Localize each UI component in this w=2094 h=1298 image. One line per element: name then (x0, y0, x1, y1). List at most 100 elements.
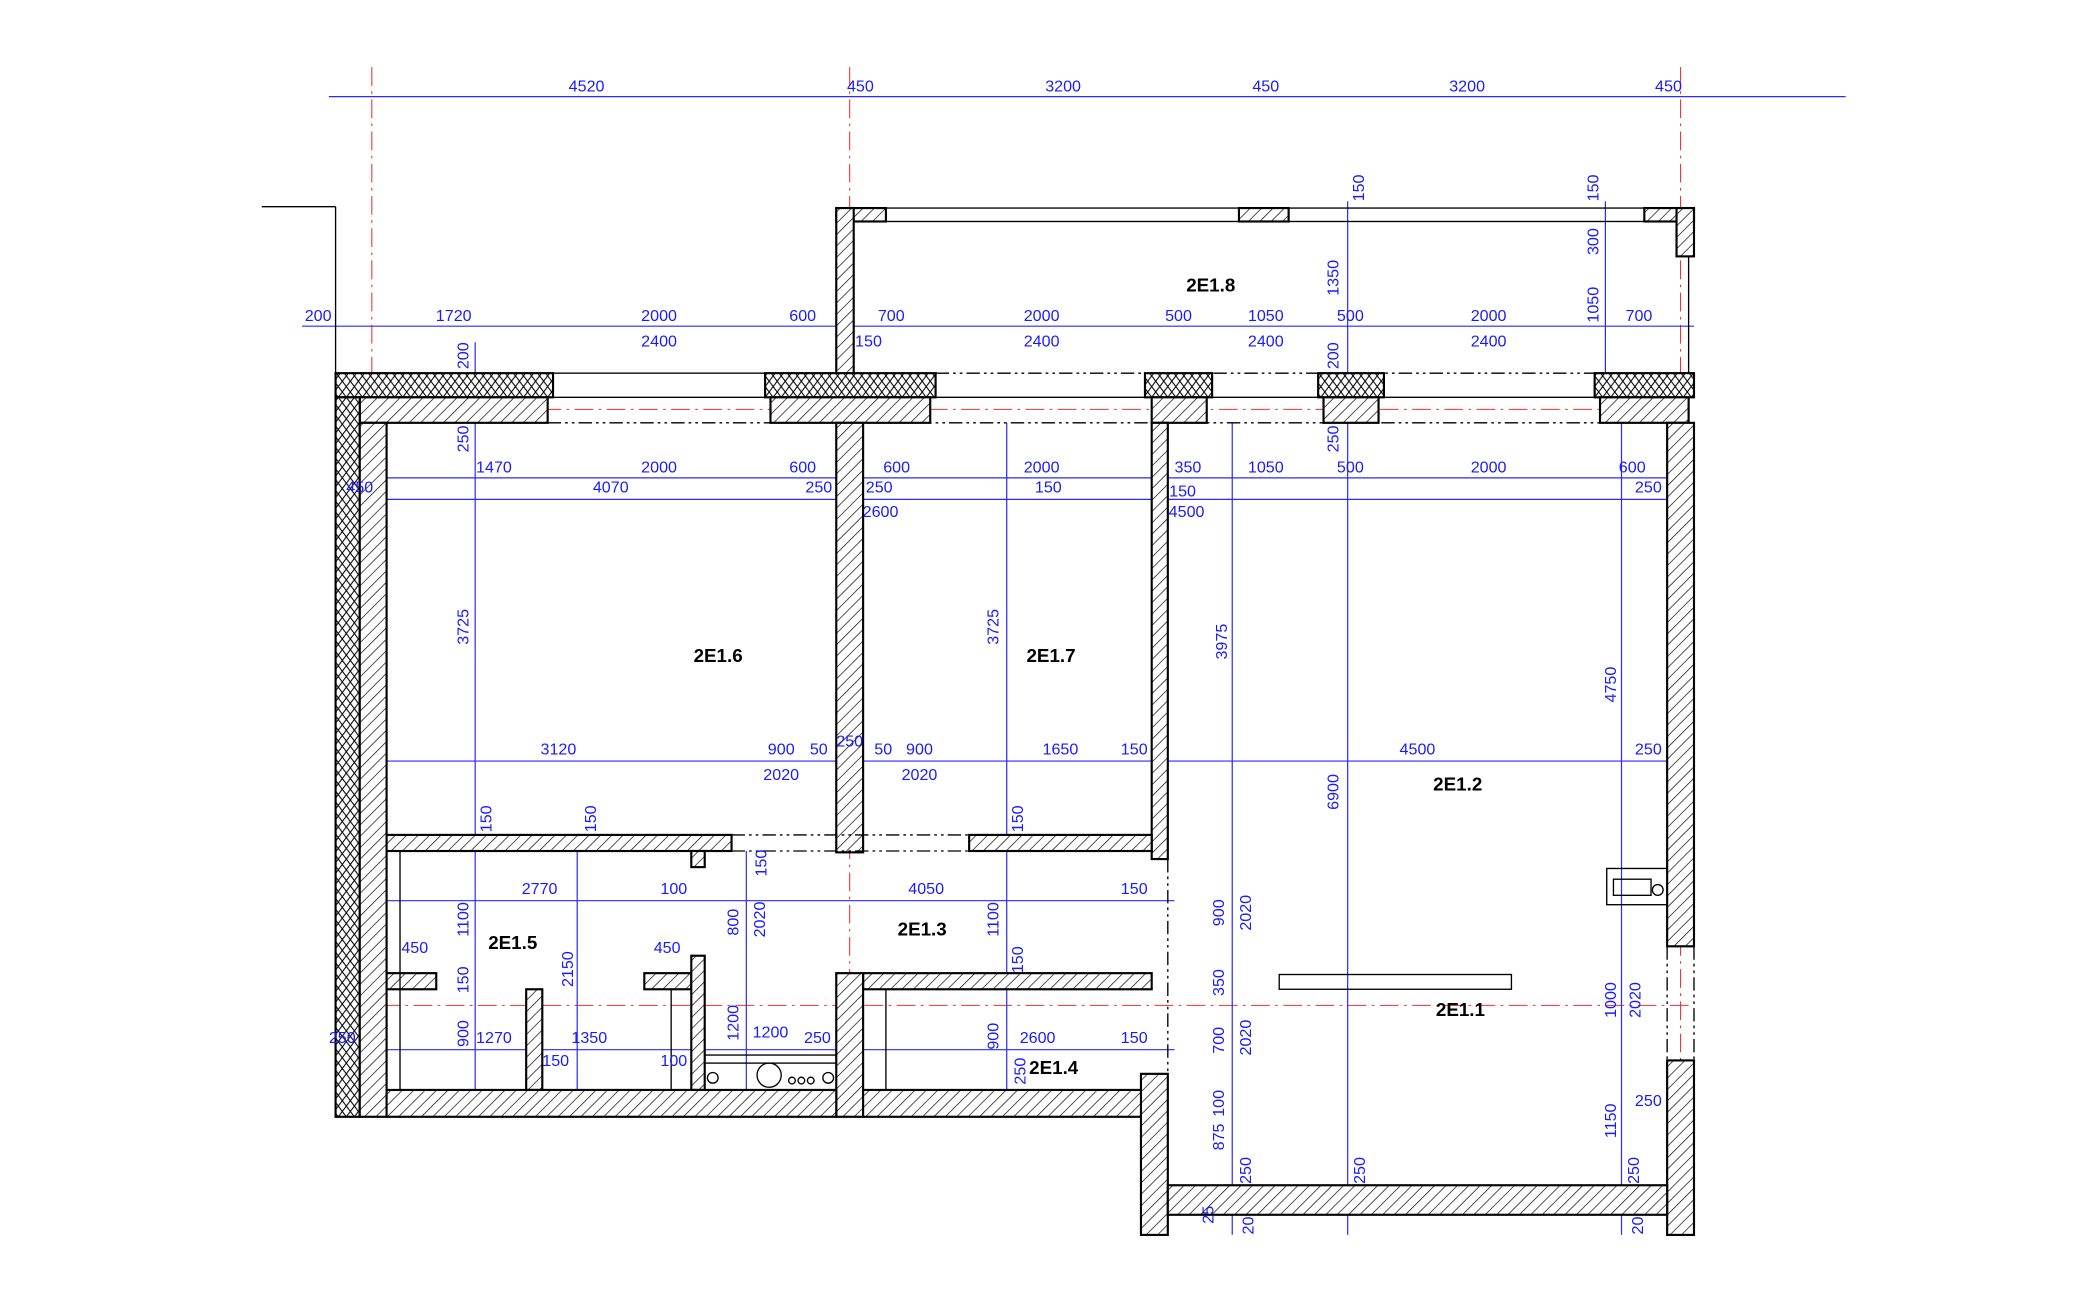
dimension-label: 900 (1210, 899, 1228, 926)
dimension-label: 150 (752, 850, 770, 877)
dimension-label: 700 (1626, 307, 1653, 325)
dimension-label: 3120 (540, 740, 576, 758)
dimension-label: 1470 (476, 458, 512, 476)
walls (334, 206, 1696, 1236)
dimension-label: 600 (789, 458, 816, 476)
dimension-label: 100 (660, 1052, 687, 1070)
dimension-label: 2400 (641, 332, 677, 350)
dimension-label: 250 (1625, 1157, 1643, 1184)
dimension-label: 250 (1635, 1092, 1662, 1110)
dimension-label: 200 (454, 342, 472, 369)
dimension-label: 350 (1175, 458, 1202, 476)
dimension-label: 250 (454, 425, 472, 452)
dimension-label: 250 (1012, 1058, 1030, 1085)
dimension-label: 4500 (1400, 740, 1436, 758)
dimension-label: 50 (874, 740, 892, 758)
dimension-label: 1650 (1043, 740, 1079, 758)
dimension-label: 150 (542, 1052, 569, 1070)
room-label: 2E1.6 (694, 645, 743, 666)
dimension-label: 875 (1210, 1123, 1228, 1150)
dimension-label: 2400 (1248, 332, 1284, 350)
dimension-label: 1150 (1602, 1103, 1620, 1138)
dimension-label: 100 (1210, 1090, 1228, 1117)
dimension-label: 800 (724, 909, 742, 936)
dimension-label: 450 (346, 479, 373, 497)
dimension-label: 250 (1635, 740, 1662, 758)
dimension-label: 2000 (1471, 307, 1507, 325)
dimension-label: 2020 (1237, 895, 1255, 931)
dimension-label: 500 (1337, 458, 1364, 476)
dimension-label: 2400 (1024, 332, 1060, 350)
dimension-label: 2020 (1626, 982, 1644, 1018)
dimension-label: 250 (804, 1029, 831, 1047)
dimension-label: 2020 (1237, 1020, 1255, 1056)
dimension-label: 150 (1121, 740, 1148, 758)
dimension-label: 20 (1629, 1217, 1647, 1235)
dimension-lines (261, 96, 1846, 1235)
dimension-label: 250 (1635, 479, 1662, 497)
dimension-label: 2020 (902, 766, 938, 784)
dimension-label: 2020 (763, 766, 799, 784)
dimension-label: 500 (1337, 307, 1364, 325)
dimension-label: 100 (660, 880, 687, 898)
dimension-label: 250 (1351, 1157, 1369, 1184)
dimension-label: 2600 (1020, 1029, 1056, 1047)
dimension-label: 350 (1210, 969, 1228, 996)
dimension-label: 150 (855, 332, 882, 350)
dimension-label: 450 (847, 77, 874, 95)
dimension-label: 250 (836, 732, 863, 750)
dimension-label: 200 (305, 307, 332, 325)
dimension-label: 2000 (1471, 458, 1507, 476)
dimension-label: 2770 (522, 880, 558, 898)
dimension-label: 1050 (1585, 287, 1603, 323)
dimension-label: 1350 (1324, 260, 1342, 296)
dimension-label: 4070 (593, 479, 629, 497)
dimension-label: 150 (477, 805, 495, 832)
dimension-label: 900 (768, 740, 795, 758)
dimension-label: 150 (582, 805, 600, 832)
dimension-label: 4520 (569, 77, 605, 95)
dimension-label: 150 (1009, 946, 1027, 973)
dimension-label: 150 (454, 966, 472, 993)
dimension-label: 1000 (1602, 982, 1620, 1018)
dimension-label: 600 (1619, 458, 1646, 476)
room-labels: 2E1.8 2E1.6 2E1.7 2E1.2 2E1.5 2E1.3 2E1.… (488, 274, 1485, 1078)
dimension-label: 150 (1121, 880, 1148, 898)
dimension-label: 1350 (571, 1029, 607, 1047)
dimension-label: 2000 (641, 307, 677, 325)
dimension-label: 4050 (908, 880, 944, 898)
dimension-label: 450 (1252, 77, 1279, 95)
dimension-label: 450 (401, 939, 428, 957)
dimension-label: 25 (1199, 1206, 1217, 1224)
dimension-label: 150 (1350, 174, 1368, 201)
dimension-label: 1100 (985, 902, 1003, 937)
dimension-label: 1200 (724, 1005, 742, 1041)
dimension-label: 1100 (454, 902, 472, 937)
dimension-label: 3725 (985, 609, 1003, 645)
dimension-label: 1200 (753, 1024, 789, 1042)
dimension-label: 300 (1585, 228, 1603, 255)
room-label: 2E1.5 (488, 932, 537, 953)
dimension-label: 150 (1035, 479, 1062, 497)
dimension-label: 4750 (1602, 667, 1620, 703)
dimension-label: 2000 (641, 458, 677, 476)
dimension-label: 3725 (454, 609, 472, 645)
dimension-label: 20 (1240, 1217, 1258, 1235)
dimension-label: 250 (866, 479, 893, 497)
room-label: 2E1.1 (1436, 999, 1485, 1020)
room-label: 2E1.2 (1433, 774, 1482, 795)
dimension-label: 900 (985, 1023, 1003, 1050)
dimension-label: 2020 (751, 902, 769, 938)
dimension-label: 1050 (1248, 307, 1284, 325)
dimension-label: 200 (1324, 342, 1342, 369)
dimension-label: 600 (883, 458, 910, 476)
dimension-label: 150 (1009, 805, 1027, 832)
dimension-label: 250 (329, 1029, 356, 1047)
dimension-label: 2600 (863, 503, 899, 521)
room-label: 2E1.3 (898, 919, 947, 940)
dimension-label: 4500 (1169, 503, 1205, 521)
dimension-label: 1050 (1248, 458, 1284, 476)
dimension-label: 2000 (1024, 458, 1060, 476)
